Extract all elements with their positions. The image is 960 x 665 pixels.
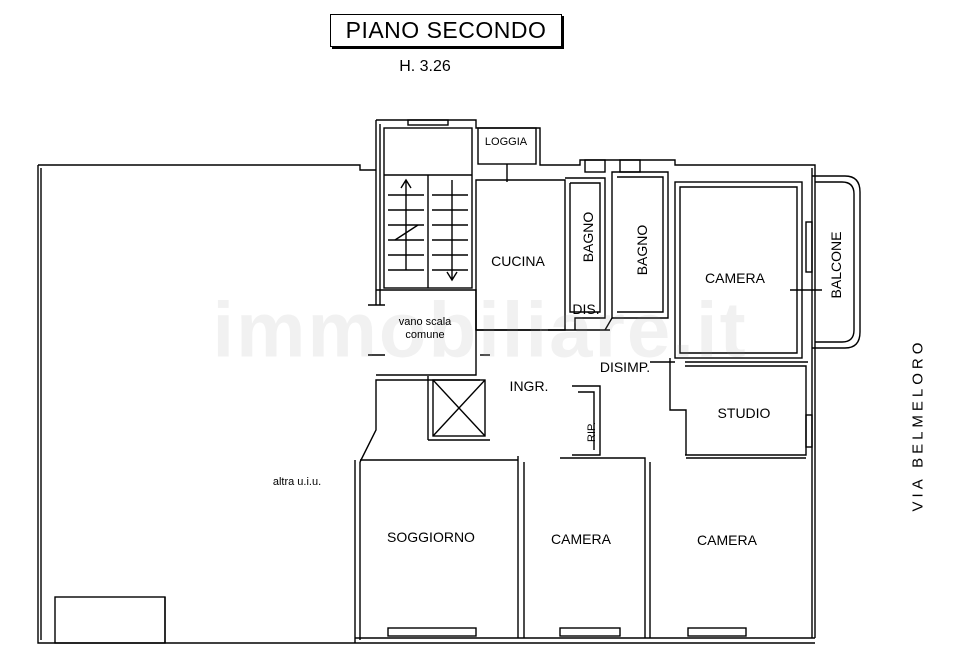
stair-arrow-down [446, 180, 458, 282]
room-label-studio: STUDIO [717, 405, 771, 421]
room-label-comune: comune [405, 329, 445, 341]
room-label-disimp: DISIMP. [599, 359, 651, 375]
other-unit-box [54, 596, 166, 644]
window [584, 159, 606, 173]
elevator [432, 379, 486, 437]
watermark: immobiliare.it [212, 285, 748, 374]
room-label-vano-scala: vano scala [398, 316, 452, 328]
room-label-bagno-2: BAGNO [634, 224, 650, 276]
room-label-camera-top: CAMERA [705, 270, 765, 286]
room-label-camera-mid: CAMERA [551, 531, 611, 547]
street-label: VIA BELMELORO [909, 338, 927, 512]
window [805, 414, 813, 448]
ripostiglio [572, 385, 601, 456]
room-label-altra-uiu: altra u.i.u. [272, 476, 322, 488]
stair-arrow-up [400, 178, 412, 270]
window [559, 627, 621, 637]
other-unit-left-bottom-wall [37, 165, 355, 644]
apartment-perimeter [376, 119, 816, 638]
ceiling-height: H. 3.26 [399, 58, 451, 75]
window [387, 627, 477, 637]
camera-top [674, 181, 803, 359]
camera-mid-wall [560, 457, 646, 638]
balcone [812, 175, 861, 349]
room-label-cucina: CUCINA [491, 253, 545, 269]
room-label-bagno-1: BAGNO [580, 211, 596, 263]
room-label-dis: DIS. [572, 301, 600, 317]
room-label-loggia: LOGGIA [484, 136, 528, 148]
studio [685, 365, 807, 456]
room-label-balcone: BALCONE [828, 231, 844, 299]
room-label-soggiorno: SOGGIORNO [387, 529, 475, 545]
other-unit-top-wall [38, 164, 376, 171]
room-label-rip: RIP. [586, 422, 598, 442]
window [687, 627, 747, 637]
vano-scala-area [376, 289, 477, 376]
window [619, 159, 641, 173]
room-label-ingr: INGR. [509, 378, 549, 394]
bagno-1 [565, 177, 606, 330]
bagno-2 [611, 171, 669, 319]
window [805, 221, 813, 273]
soggiorno-wall [360, 456, 519, 638]
plan-title: PIANO SECONDO [330, 14, 562, 47]
room-label-camera-right: CAMERA [697, 532, 757, 548]
window [407, 119, 449, 126]
